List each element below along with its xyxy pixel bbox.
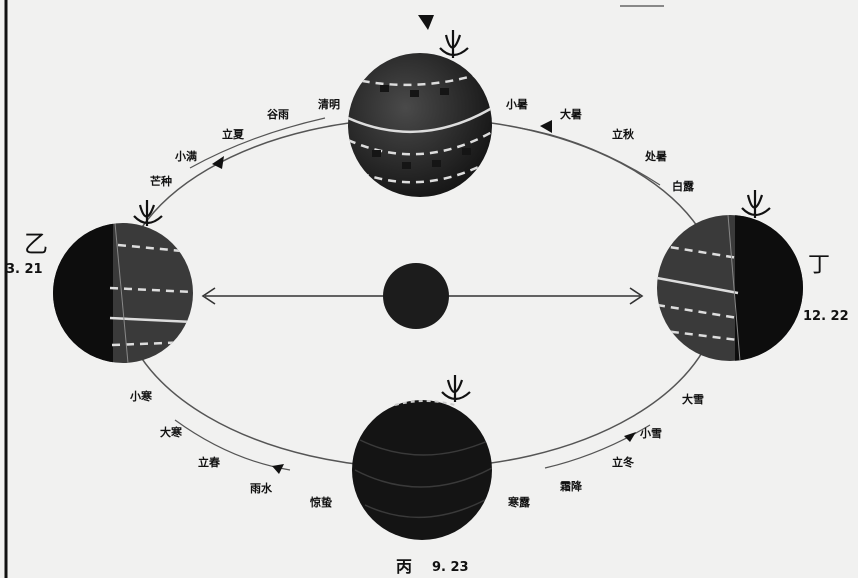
axis-symbol-icon <box>134 200 162 226</box>
solar-term-label: 雨水 <box>250 481 273 495</box>
orbit-direction-arrow <box>624 432 636 442</box>
globe-right <box>657 215 815 361</box>
marker-bottom: 丙 <box>396 557 412 576</box>
solar-term-label: 霜降 <box>559 479 583 493</box>
axis-symbol-icon <box>440 30 468 58</box>
orbit-arc-bottom-right <box>545 425 650 468</box>
solar-term-label: 大暑 <box>560 107 582 121</box>
top-marker-icon <box>418 15 434 30</box>
orbit-direction-arrow <box>540 120 552 133</box>
globe-top <box>348 53 492 197</box>
solar-term-label: 清明 <box>318 97 340 111</box>
solar-term-label: 处暑 <box>644 149 667 163</box>
solar-term-label: 寒露 <box>507 495 531 509</box>
solar-term-label: 立春 <box>198 455 221 469</box>
orbit-arc-top-right <box>520 128 660 185</box>
solar-term-label: 大寒 <box>160 425 183 439</box>
solar-term-label: 立夏 <box>222 127 245 141</box>
date-right: 12. 22 <box>803 309 849 324</box>
sun <box>383 263 449 329</box>
axis-symbol-icon <box>742 190 770 218</box>
solar-term-label: 小暑 <box>505 97 528 111</box>
solar-term-label: 立冬 <box>612 455 634 469</box>
marker-right: 丁 <box>808 253 830 278</box>
solar-term-label: 小雪 <box>639 426 662 440</box>
globe-bottom <box>352 400 492 540</box>
marker-left: 乙 <box>24 230 48 258</box>
solar-term-label: 白露 <box>672 179 695 193</box>
date-left: 3. 21 <box>6 262 43 277</box>
solar-term-label: 小满 <box>174 149 197 163</box>
solar-term-label: 芒种 <box>150 174 172 188</box>
axis-symbol-icon <box>442 375 470 402</box>
solar-term-label: 小寒 <box>129 389 153 403</box>
solar-term-label: 谷雨 <box>267 107 289 121</box>
orbit-arc-top-left <box>190 118 325 168</box>
orbit-direction-arrow <box>212 156 224 169</box>
globe-left <box>53 223 193 363</box>
date-bottom: 9. 23 <box>432 560 469 575</box>
solar-term-label: 大雪 <box>682 392 704 406</box>
solar-term-label: 惊蛰 <box>310 495 332 509</box>
solar-term-label: 立秋 <box>612 127 635 141</box>
